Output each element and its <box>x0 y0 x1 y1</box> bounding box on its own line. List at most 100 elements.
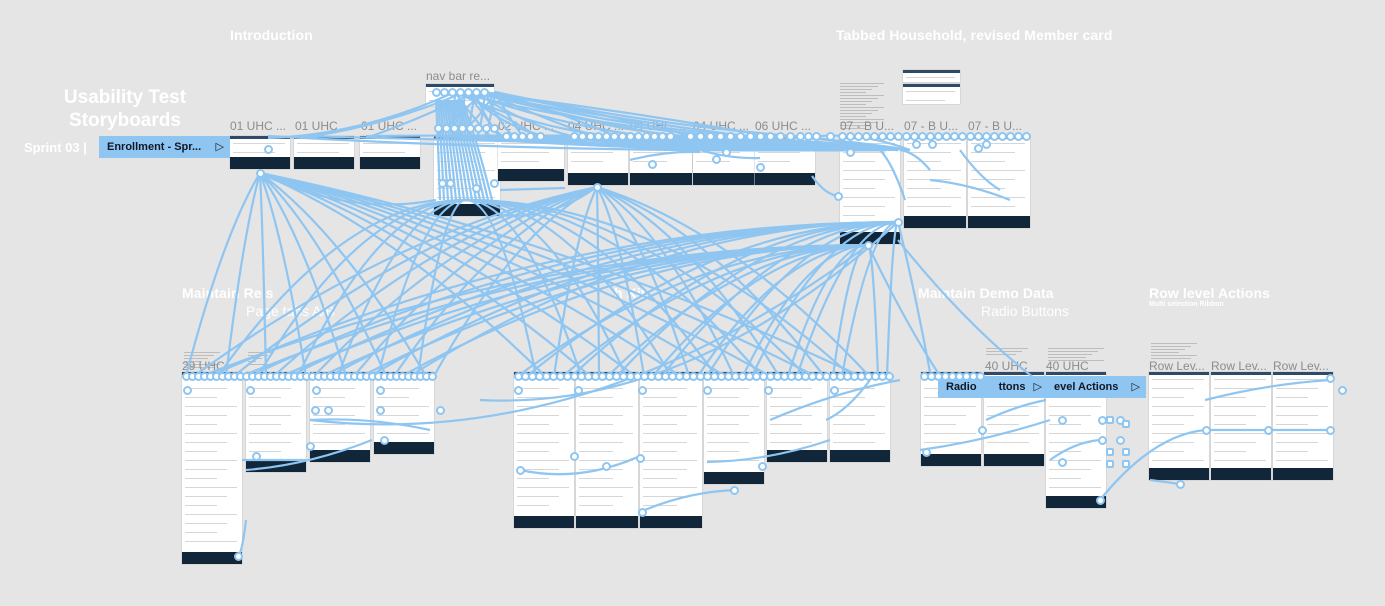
frame-label-02b[interactable]: 02 UHC ... <box>498 119 555 133</box>
screen-frame[interactable] <box>755 136 815 185</box>
connection-node-icon[interactable] <box>686 132 695 141</box>
connection-node-icon[interactable] <box>252 452 261 461</box>
connection-node-icon[interactable] <box>1096 496 1105 505</box>
connection-node-icon[interactable] <box>736 132 745 141</box>
connection-node-icon[interactable] <box>758 462 767 471</box>
connection-node-icon[interactable] <box>1058 416 1067 425</box>
connection-node-icon[interactable] <box>183 386 192 395</box>
connection-node-icon[interactable] <box>570 452 579 461</box>
selection-handle-icon[interactable] <box>1106 460 1114 468</box>
connection-node-icon[interactable] <box>703 386 712 395</box>
frame-label-04c[interactable]: 04 UHC ... <box>693 119 750 133</box>
connection-node-icon[interactable] <box>666 132 675 141</box>
connection-node-icon[interactable] <box>234 552 243 561</box>
connection-node-icon[interactable] <box>764 386 773 395</box>
connection-node-icon[interactable] <box>593 183 602 192</box>
frame-label-29[interactable]: 29 UHC <box>182 359 225 373</box>
connection-node-icon[interactable] <box>864 241 873 250</box>
frame-label-row-c[interactable]: Row Lev... <box>1273 359 1329 373</box>
screen-frame[interactable] <box>1273 372 1333 480</box>
connection-node-icon[interactable] <box>380 436 389 445</box>
frame-label-40a[interactable]: 40 UHC <box>985 359 1028 373</box>
connection-node-icon[interactable] <box>978 426 987 435</box>
connection-node-icon[interactable] <box>885 372 894 381</box>
screen-frame[interactable] <box>310 372 370 462</box>
frame-label-01b[interactable]: 01 UHC ... <box>295 119 352 133</box>
screen-frame[interactable] <box>630 136 692 185</box>
flow-start-enrollment[interactable]: Enrollment - Spr... ▷ <box>99 136 230 158</box>
connection-node-icon[interactable] <box>1264 426 1273 435</box>
flow-start-row-level[interactable]: evel Actions ▷ <box>1046 376 1146 398</box>
screen-frame[interactable] <box>1149 372 1209 480</box>
connection-node-icon[interactable] <box>1326 426 1335 435</box>
connection-node-icon[interactable] <box>766 132 775 141</box>
connection-node-icon[interactable] <box>712 155 721 164</box>
connection-node-icon[interactable] <box>376 406 385 415</box>
connection-node-icon[interactable] <box>786 132 795 141</box>
frame-label-04b[interactable]: 04 UHC ... <box>630 119 687 133</box>
connection-node-icon[interactable] <box>306 442 315 451</box>
frame-label-07b[interactable]: 07 - B U... <box>904 119 959 133</box>
connection-node-icon[interactable] <box>928 140 937 149</box>
connection-node-icon[interactable] <box>638 386 647 395</box>
connection-node-icon[interactable] <box>746 132 755 141</box>
screen-frame[interactable] <box>830 372 890 462</box>
connection-node-icon[interactable] <box>1058 458 1067 467</box>
connection-node-icon[interactable] <box>256 169 265 178</box>
frame-label-07c[interactable]: 07 - B U... <box>968 119 1023 133</box>
connection-node-icon[interactable] <box>516 466 525 475</box>
connection-node-icon[interactable] <box>648 160 657 169</box>
connection-node-icon[interactable] <box>428 372 437 381</box>
frame-label-07a[interactable]: 07 - B U... <box>840 119 895 133</box>
connection-node-icon[interactable] <box>1326 374 1335 383</box>
screen-frame[interactable] <box>360 136 420 169</box>
connection-node-icon[interactable] <box>1098 436 1107 445</box>
connection-node-icon[interactable] <box>812 132 821 141</box>
frame-label-01a[interactable]: 01 UHC ... <box>230 119 287 133</box>
frame-label-row-a[interactable]: Row Lev... <box>1149 359 1205 373</box>
connection-node-icon[interactable] <box>446 179 455 188</box>
connection-node-icon[interactable] <box>846 148 855 157</box>
connection-node-icon[interactable] <box>974 144 983 153</box>
connection-node-icon[interactable] <box>706 132 715 141</box>
connection-node-icon[interactable] <box>574 386 583 395</box>
connection-node-icon[interactable] <box>716 132 725 141</box>
connection-node-icon[interactable] <box>1116 436 1125 445</box>
connection-node-icon[interactable] <box>1338 386 1347 395</box>
selection-handle-icon[interactable] <box>1122 448 1130 456</box>
screen-frame[interactable] <box>903 84 960 104</box>
selection-handle-icon[interactable] <box>1106 448 1114 456</box>
connection-node-icon[interactable] <box>324 406 333 415</box>
connection-node-icon[interactable] <box>1202 426 1211 435</box>
connection-node-icon[interactable] <box>894 218 903 227</box>
connection-node-icon[interactable] <box>472 184 481 193</box>
connection-node-icon[interactable] <box>311 406 320 415</box>
connection-node-icon[interactable] <box>982 140 991 149</box>
screen-frame[interactable] <box>294 136 354 169</box>
connection-node-icon[interactable] <box>826 132 835 141</box>
connection-node-icon[interactable] <box>264 145 273 154</box>
connection-node-icon[interactable] <box>490 124 499 133</box>
connection-node-icon[interactable] <box>756 132 765 141</box>
screen-frame[interactable] <box>182 372 242 564</box>
connection-node-icon[interactable] <box>726 132 735 141</box>
connection-node-icon[interactable] <box>730 486 739 495</box>
connection-node-icon[interactable] <box>436 406 445 415</box>
connection-node-icon[interactable] <box>834 192 843 201</box>
selection-handle-icon[interactable] <box>1106 416 1114 424</box>
connection-node-icon[interactable] <box>756 163 765 172</box>
screen-frame[interactable] <box>640 372 702 528</box>
screen-frame[interactable] <box>693 136 755 185</box>
connection-node-icon[interactable] <box>830 386 839 395</box>
connection-node-icon[interactable] <box>602 462 611 471</box>
connection-node-icon[interactable] <box>526 132 535 141</box>
connection-node-icon[interactable] <box>922 448 931 457</box>
screen-frame[interactable] <box>903 70 960 82</box>
connection-node-icon[interactable] <box>514 386 523 395</box>
screen-frame[interactable] <box>498 136 564 181</box>
frame-label-nav-bar[interactable]: nav bar re... <box>426 69 491 83</box>
connection-node-icon[interactable] <box>1176 480 1185 489</box>
screen-frame[interactable] <box>230 136 290 169</box>
selection-handle-icon[interactable] <box>1122 420 1130 428</box>
screen-frame[interactable] <box>514 372 574 528</box>
